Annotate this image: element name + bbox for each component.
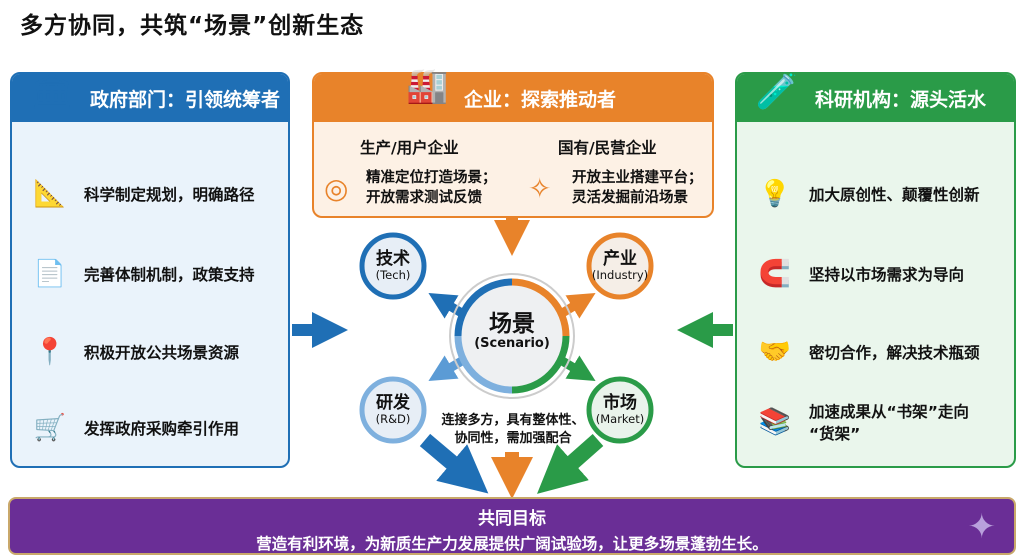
item-label: 发挥政府采购牵引作用 — [84, 420, 240, 438]
rnd-node — [359, 376, 427, 444]
list-item: 🤝 密切合作，解决技术瓶颈 — [755, 332, 980, 372]
goal-text: 营造有利环境，为新质生产力发展提供广阔试验场，让更多场景蓬勃生长。 — [256, 535, 768, 553]
list-item: 🛒 发挥政府采购牵引作用 — [30, 408, 239, 448]
bookshelf-icon: 📚 — [758, 407, 792, 437]
government-building-icon: 🏛 — [30, 72, 74, 112]
item-label: 科学制定规划，明确路径 — [84, 186, 255, 204]
lightbulb-icon: 💡 — [758, 179, 792, 209]
item-label: 加速成果从“书架”走向 “货架” — [809, 400, 969, 444]
item-label: 积极开放公共场景资源 — [84, 344, 240, 362]
col1-line2: 开放需求测试反馈 — [366, 190, 482, 206]
col2-desc: 开放主业搭建平台； 灵活发掘前沿场景 — [572, 168, 703, 208]
list-item: 📄 完善体制机制，政策支持 — [30, 254, 255, 294]
research-panel: 🧪 科研机构：源头活水 💡 加大原创性、颠覆性创新 🧲 坚持以市场需求为导向 🤝 密切合… — [735, 72, 1016, 468]
list-item: 🧲 坚持以市场需求为导向 — [755, 254, 964, 294]
rnd-cn: 研发 — [376, 393, 410, 413]
lab-brain-icon: 🧪 — [755, 72, 799, 112]
col2-line1: 开放主业搭建平台； — [572, 170, 703, 186]
magnet-icon: 🧲 — [758, 259, 792, 289]
map-pin-icon: 📍 — [33, 337, 67, 367]
col2-title: 国有/民营企业 — [558, 139, 657, 157]
scenario-cn: 场景 — [489, 311, 535, 337]
research-header: 🧪 科研机构：源头活水 — [737, 72, 1014, 122]
goal-title: 共同目标 — [478, 509, 546, 529]
tech-label: 技术(Tech) — [362, 250, 424, 281]
tech-cn: 技术 — [376, 249, 410, 269]
market-node — [586, 376, 654, 444]
arrow-market-to-goal — [537, 434, 604, 494]
page-title: 多方协同，共筑“场景”创新生态 — [20, 13, 365, 39]
list-item: 📍 积极开放公共场景资源 — [30, 332, 239, 372]
list-item: 📐 科学制定规划，明确路径 — [30, 174, 255, 214]
list-item: 💡 加大原创性、颠覆性创新 — [755, 174, 980, 214]
tech-node — [359, 232, 427, 300]
industry-label: 产业(Industry) — [585, 250, 655, 281]
scenario-node — [458, 282, 566, 390]
market-label: 市场(Market) — [585, 394, 655, 425]
shopping-cart-icon: 🛒 — [33, 413, 67, 443]
item-label-line1: 加速成果从“书架”走向 — [809, 403, 969, 421]
list-item: 📚 加速成果从“书架”走向 “货架” — [755, 400, 969, 444]
target-icon: ◎ — [324, 172, 349, 205]
industry-cn: 产业 — [603, 249, 637, 269]
sparkle-icon: ✦ — [967, 507, 997, 547]
research-header-label: 科研机构：源头活水 — [815, 88, 987, 111]
item-label: 坚持以市场需求为导向 — [809, 266, 965, 284]
scenario-label: 场景(Scenario) — [462, 311, 562, 352]
col1-title: 生产/用户企业 — [360, 139, 459, 157]
col2-line2: 灵活发掘前沿场景 — [572, 190, 688, 206]
handshake-icon: 🤝 — [758, 337, 792, 367]
government-header: 🏛 政府部门：引领统筹者 — [12, 72, 288, 122]
col1-line1: 精准定位打造场景； — [366, 170, 497, 186]
blueprint-icon: 📐 — [33, 179, 67, 209]
item-label-line2: “货架” — [809, 425, 861, 443]
hub-note: 连接多方，具有整体性、协同性，需加强配合 — [438, 412, 588, 448]
industry-node — [586, 232, 654, 300]
government-header-label: 政府部门：引领统筹者 — [90, 88, 281, 111]
hub-note-line2: 协同性，需加强配合 — [454, 431, 572, 446]
scenario-en: (Scenario) — [474, 336, 550, 352]
item-label: 加大原创性、颠覆性创新 — [809, 186, 980, 204]
item-label: 密切合作，解决技术瓶颈 — [809, 344, 980, 362]
document-gear-icon: 📄 — [33, 259, 67, 289]
rnd-label: 研发(R&D) — [362, 394, 424, 425]
rnd-en: (R&D) — [375, 411, 411, 426]
enterprise-header-label: 企业：探索推动者 — [464, 88, 617, 111]
market-en: (Market) — [595, 411, 645, 426]
factory-rocket-icon: 🏭 — [406, 66, 449, 106]
enterprise-header: 🏭 企业：探索推动者 — [314, 66, 712, 122]
item-label: 完善体制机制，政策支持 — [84, 266, 255, 284]
arrow-rnd-to-goal — [419, 433, 489, 494]
col1-desc: 精准定位打造场景； 开放需求测试反馈 — [366, 168, 497, 208]
industry-en: (Industry) — [591, 267, 649, 282]
platform-sparkle-icon: ✧ — [528, 172, 552, 205]
common-goal-banner: 共同目标 营造有利环境，为新质生产力发展提供广阔试验场，让更多场景蓬勃生长。 ✦ — [8, 497, 1016, 555]
enterprise-panel: 🏭 企业：探索推动者 生产/用户企业 国有/民营企业 ◎ 精准定位打造场景； 开放需… — [312, 66, 714, 218]
hub-note-line1: 连接多方，具有整体性、 — [441, 413, 585, 428]
government-panel: 🏛 政府部门：引领统筹者 📐 科学制定规划，明确路径 📄 完善体制机制，政策支持 📍 积… — [10, 72, 290, 468]
tech-en: (Tech) — [375, 267, 411, 282]
market-cn: 市场 — [603, 393, 637, 413]
